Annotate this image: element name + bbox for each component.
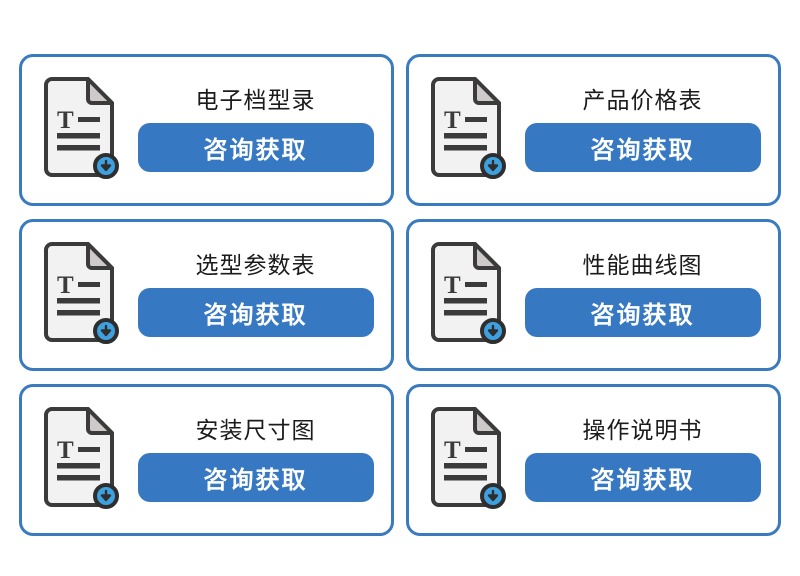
resource-card[interactable]: T 电子档型录 咨询获取 bbox=[19, 54, 394, 206]
card-title: 选型参数表 bbox=[195, 251, 316, 278]
document-download-icon: T bbox=[38, 75, 122, 185]
card-body: 产品价格表 咨询获取 bbox=[515, 86, 770, 173]
card-body: 性能曲线图 咨询获取 bbox=[515, 251, 770, 338]
card-body: 电子档型录 咨询获取 bbox=[128, 86, 383, 173]
resource-card[interactable]: T 选型参数表 咨询获取 bbox=[19, 219, 394, 371]
card-title: 性能曲线图 bbox=[582, 251, 703, 278]
consult-button[interactable]: 咨询获取 bbox=[524, 123, 761, 173]
consult-button[interactable]: 咨询获取 bbox=[137, 288, 374, 338]
consult-button[interactable]: 咨询获取 bbox=[137, 453, 374, 503]
consult-button[interactable]: 咨询获取 bbox=[524, 288, 761, 338]
svg-text:T: T bbox=[444, 272, 461, 299]
resource-card[interactable]: T 性能曲线图 咨询获取 bbox=[406, 219, 781, 371]
svg-text:T: T bbox=[57, 107, 74, 134]
document-download-icon: T bbox=[425, 75, 509, 185]
resource-card[interactable]: T 安装尺寸图 咨询获取 bbox=[19, 384, 394, 536]
document-download-icon: T bbox=[425, 405, 509, 515]
card-body: 操作说明书 咨询获取 bbox=[515, 416, 770, 503]
consult-button[interactable]: 咨询获取 bbox=[524, 453, 761, 503]
svg-text:T: T bbox=[57, 437, 74, 464]
card-title: 电子档型录 bbox=[195, 86, 316, 113]
resource-card[interactable]: T 产品价格表 咨询获取 bbox=[406, 54, 781, 206]
document-download-icon: T bbox=[38, 405, 122, 515]
resource-card[interactable]: T 操作说明书 咨询获取 bbox=[406, 384, 781, 536]
card-body: 选型参数表 咨询获取 bbox=[128, 251, 383, 338]
svg-text:T: T bbox=[444, 437, 461, 464]
card-body: 安装尺寸图 咨询获取 bbox=[128, 416, 383, 503]
svg-text:T: T bbox=[57, 272, 74, 299]
card-title: 安装尺寸图 bbox=[195, 416, 316, 443]
document-download-icon: T bbox=[38, 240, 122, 350]
svg-text:T: T bbox=[444, 107, 461, 134]
card-title: 产品价格表 bbox=[582, 86, 703, 113]
consult-button[interactable]: 咨询获取 bbox=[137, 123, 374, 173]
document-download-icon: T bbox=[425, 240, 509, 350]
resource-card-grid: T 电子档型录 咨询获取 T bbox=[19, 54, 781, 536]
card-title: 操作说明书 bbox=[582, 416, 703, 443]
